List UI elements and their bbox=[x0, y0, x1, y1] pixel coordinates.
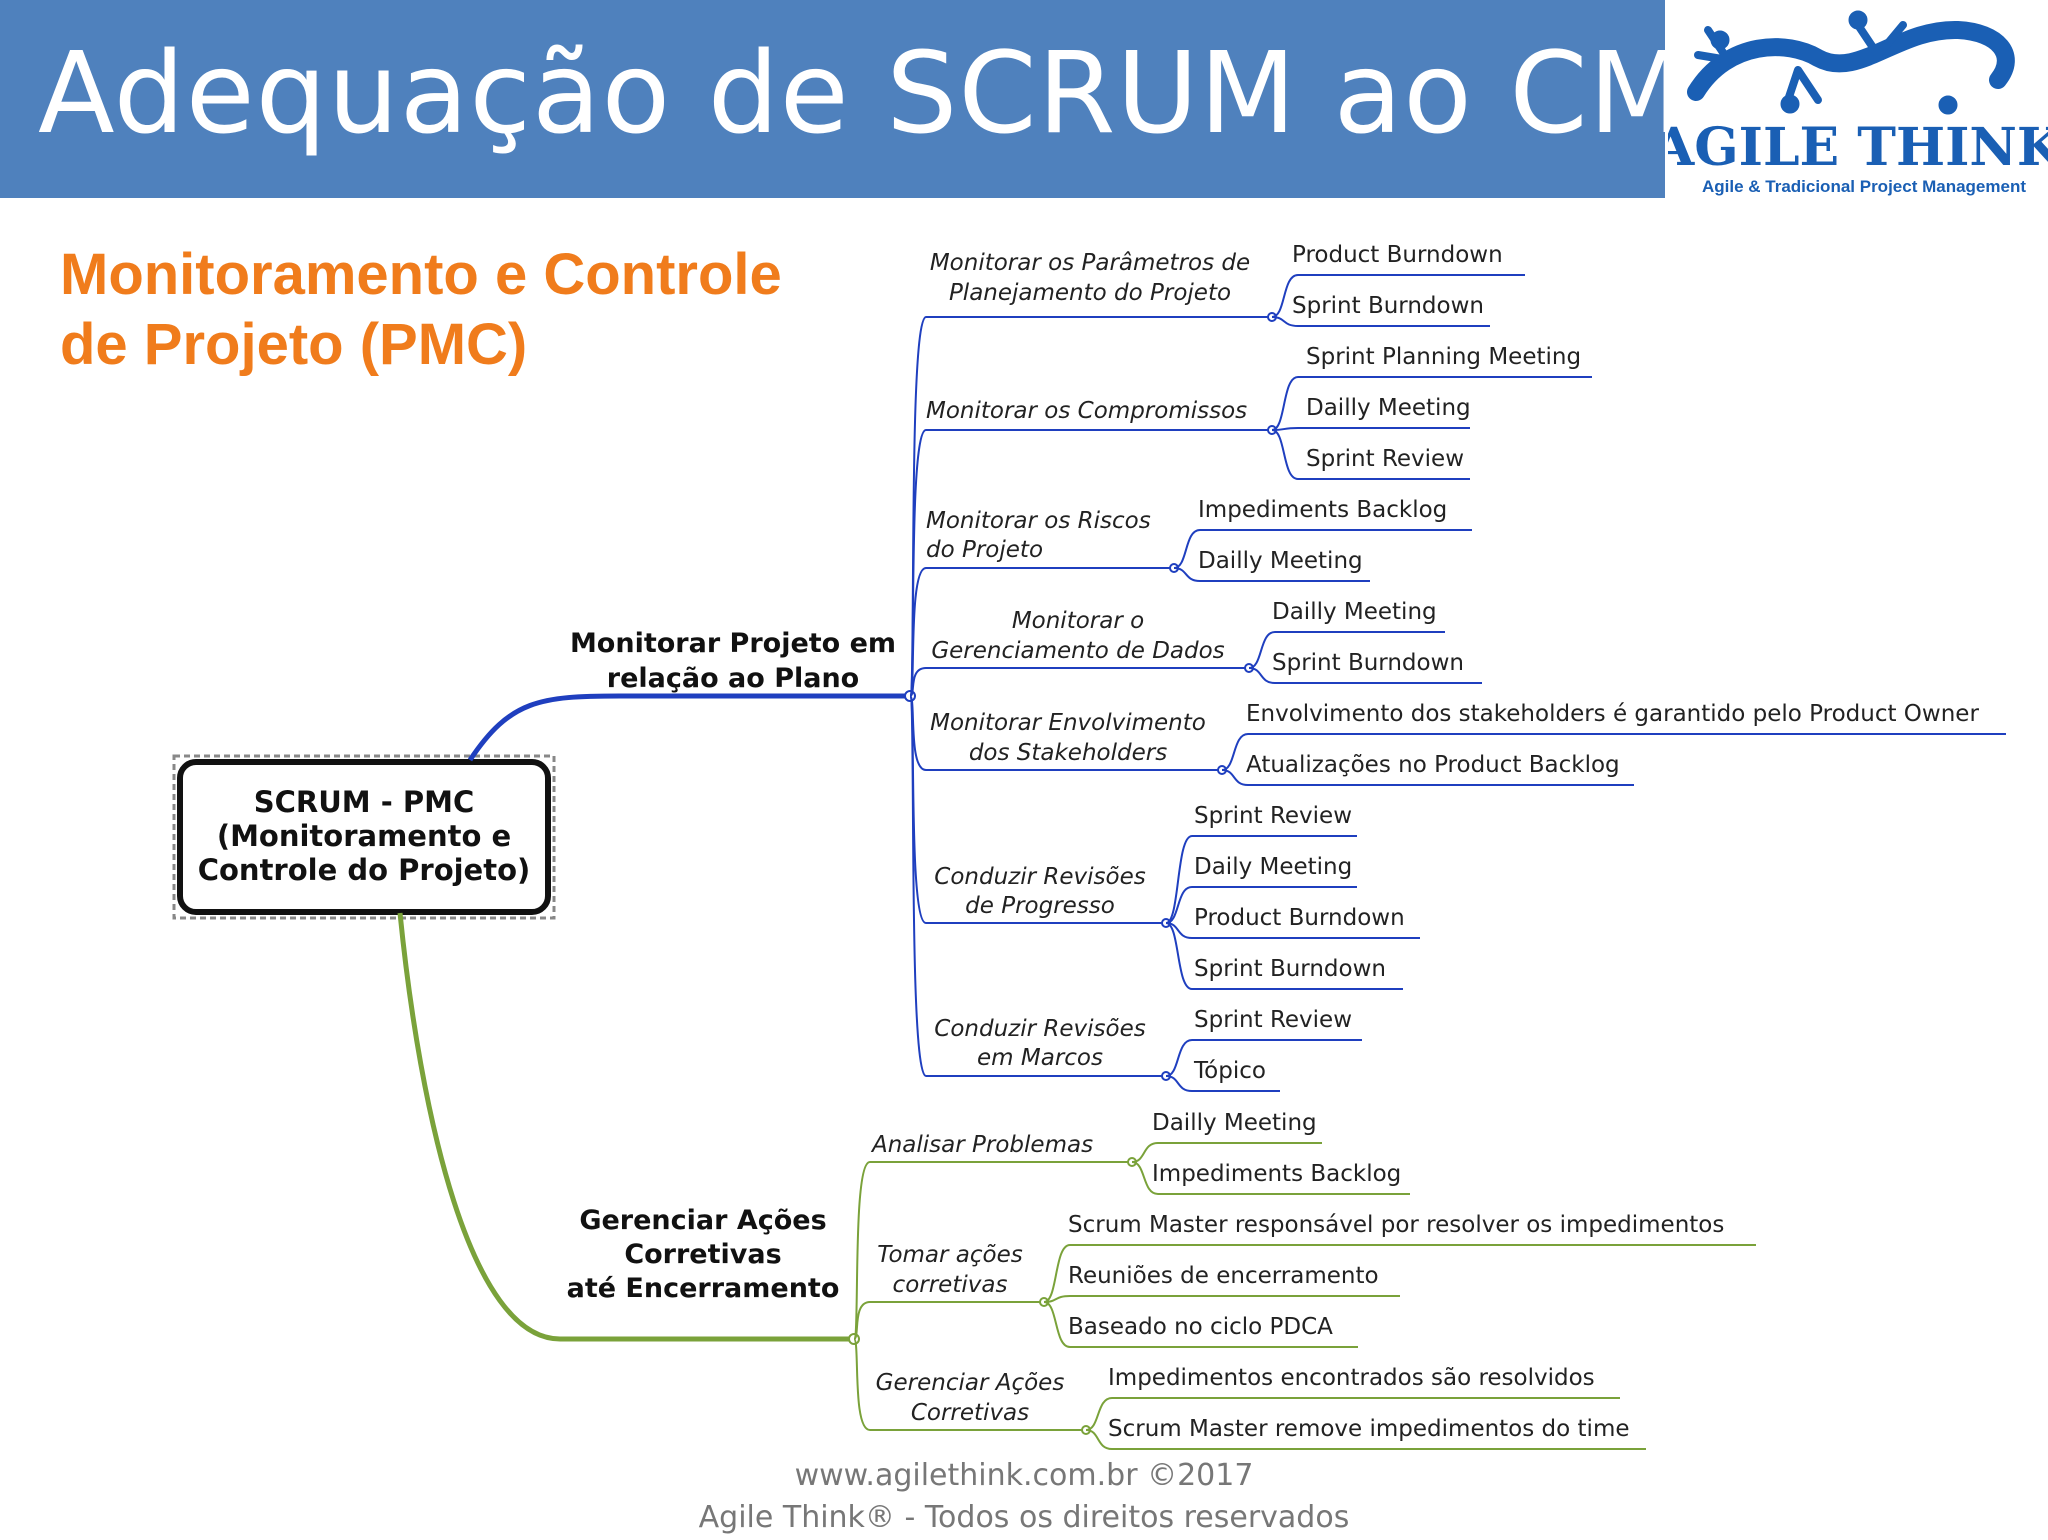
footer-url: www.agilethink.com.br ©2017 bbox=[794, 1458, 1254, 1493]
leaf-connector bbox=[1173, 567, 1370, 582]
leaf-label: Dailly Meeting bbox=[1198, 548, 1363, 574]
root-shadow-border bbox=[172, 754, 556, 920]
branch-connector bbox=[397, 912, 850, 1342]
logo-tagline: Agile & Tradicional Project Management bbox=[1702, 177, 2026, 196]
leaf-label: Sprint Burndown bbox=[1272, 650, 1464, 676]
leaf-label: Product Burndown bbox=[1194, 905, 1405, 931]
leaf-label: Sprint Review bbox=[1194, 803, 1352, 829]
child-label: em Marcos bbox=[977, 1045, 1103, 1071]
gecko-icon bbox=[1687, 10, 2015, 115]
leaf-connector bbox=[1165, 886, 1357, 924]
leaf-connector bbox=[1221, 769, 1634, 786]
leaf-label: Scrum Master remove impedimentos do time bbox=[1108, 1416, 1630, 1442]
page-title: Adequação de SCRUM ao CMMI bbox=[38, 29, 1818, 159]
logo-name: AGILE THINK bbox=[1668, 117, 2048, 178]
agile-think-logo: AGILE THINK Agile & Tradicional Project … bbox=[1653, 0, 2048, 200]
child-label: Gerenciamento de Dados bbox=[931, 638, 1224, 664]
leaf-label: Dailly Meeting bbox=[1152, 1110, 1317, 1136]
leaf-label: Tópico bbox=[1193, 1058, 1266, 1084]
child-label: Planejamento do Projeto bbox=[949, 280, 1231, 306]
child-label: de Progresso bbox=[965, 893, 1115, 919]
leaf-label: Sprint Planning Meeting bbox=[1306, 344, 1581, 370]
child-label: dos Stakeholders bbox=[969, 740, 1167, 766]
child-label: Conduzir Revisões bbox=[934, 864, 1145, 890]
leaf-label: Dailly Meeting bbox=[1306, 395, 1471, 421]
leaf-label: Impediments Backlog bbox=[1152, 1161, 1401, 1187]
leaf-connector bbox=[1131, 1142, 1322, 1163]
root-node-label: SCRUM - PMC bbox=[254, 785, 475, 819]
leaf-label: Dailly Meeting bbox=[1272, 599, 1437, 625]
leaf-connector bbox=[1165, 1039, 1362, 1077]
branch-label: Gerenciar Ações bbox=[579, 1205, 826, 1236]
leaf-label: Reuniões de encerramento bbox=[1068, 1263, 1379, 1289]
leaf-connector bbox=[1165, 922, 1403, 990]
branch-connector bbox=[467, 693, 906, 762]
leaf-connector bbox=[1165, 1075, 1280, 1092]
leaf-label: Product Burndown bbox=[1292, 242, 1503, 268]
leaf-connector bbox=[1043, 1295, 1400, 1303]
root-node bbox=[177, 759, 551, 915]
footer-copyright: Agile Think® - Todos os direitos reserva… bbox=[698, 1500, 1350, 1535]
child-label: Monitorar os Riscos bbox=[926, 508, 1151, 534]
child-label: Monitorar o bbox=[1012, 608, 1144, 634]
leaf-connector bbox=[1085, 1429, 1646, 1450]
leaf-connector bbox=[1248, 631, 1445, 669]
child-label: Monitorar Envolvimento bbox=[930, 710, 1206, 736]
child-label: corretivas bbox=[893, 1272, 1008, 1298]
leaf-connector bbox=[1248, 667, 1482, 684]
leaf-connector bbox=[1043, 1244, 1756, 1303]
child-label: Analisar Problemas bbox=[870, 1132, 1093, 1158]
child-label: Tomar ações bbox=[877, 1242, 1023, 1268]
leaf-label: Sprint Burndown bbox=[1194, 956, 1386, 982]
leaf-connector bbox=[1131, 1161, 1410, 1195]
header-bar bbox=[0, 0, 1665, 198]
leaf-connector bbox=[1271, 274, 1525, 318]
leaf-label: Atualizações no Product Backlog bbox=[1246, 752, 1620, 778]
leaf-connector bbox=[1271, 316, 1490, 327]
branch-label: Corretivas bbox=[624, 1239, 781, 1270]
child-connector bbox=[909, 567, 1170, 697]
child-label: Corretivas bbox=[911, 1400, 1029, 1426]
child-label: Gerenciar Ações bbox=[876, 1370, 1065, 1396]
branch-label: relação ao Plano bbox=[607, 663, 859, 694]
root-node-label: Controle do Projeto) bbox=[198, 853, 531, 887]
leaf-connector bbox=[1173, 529, 1472, 569]
leaf-label: Daily Meeting bbox=[1194, 854, 1352, 880]
leaf-label: Envolvimento dos stakeholders é garantid… bbox=[1246, 701, 1979, 727]
child-label: Conduzir Revisões bbox=[934, 1016, 1145, 1042]
root-node-label: (Monitoramento e bbox=[217, 819, 511, 853]
footer: www.agilethink.com.br ©2017 Agile Think®… bbox=[0, 1455, 2048, 1539]
child-label: Monitorar os Parâmetros de bbox=[930, 250, 1250, 276]
child-connector bbox=[909, 667, 1245, 697]
leaf-connector bbox=[1271, 376, 1592, 431]
leaf-connector bbox=[1085, 1397, 1620, 1431]
subtitle-line: de Projeto (PMC) bbox=[60, 311, 528, 377]
child-label: Monitorar os Compromissos bbox=[926, 398, 1247, 424]
leaf-connector bbox=[1165, 835, 1357, 924]
leaf-connector bbox=[1043, 1301, 1358, 1348]
leaf-connector bbox=[1271, 427, 1470, 431]
subtitle-line: Monitoramento e Controle bbox=[60, 242, 782, 307]
leaf-label: Sprint Review bbox=[1306, 446, 1464, 472]
leaf-label: Baseado no ciclo PDCA bbox=[1068, 1314, 1333, 1340]
section-subtitle: Monitoramento e Controle de Projeto (PMC… bbox=[60, 240, 782, 379]
leaf-label: Impedimentos encontrados são resolvidos bbox=[1108, 1365, 1595, 1391]
leaf-label: Impediments Backlog bbox=[1198, 497, 1447, 523]
leaf-label: Sprint Review bbox=[1194, 1007, 1352, 1033]
branch-label: até Encerramento bbox=[567, 1273, 840, 1304]
child-label: do Projeto bbox=[926, 537, 1043, 563]
branch-label: Monitorar Projeto em bbox=[570, 628, 896, 659]
child-connector bbox=[909, 695, 1162, 1077]
child-connector bbox=[853, 1301, 1040, 1340]
leaf-connector bbox=[1271, 429, 1470, 480]
child-connector bbox=[853, 1338, 1082, 1431]
leaf-connector bbox=[1165, 922, 1420, 939]
leaf-label: Scrum Master responsável por resolver os… bbox=[1068, 1212, 1724, 1238]
leaf-connector bbox=[1221, 733, 2006, 771]
leaf-label: Sprint Burndown bbox=[1292, 293, 1484, 319]
